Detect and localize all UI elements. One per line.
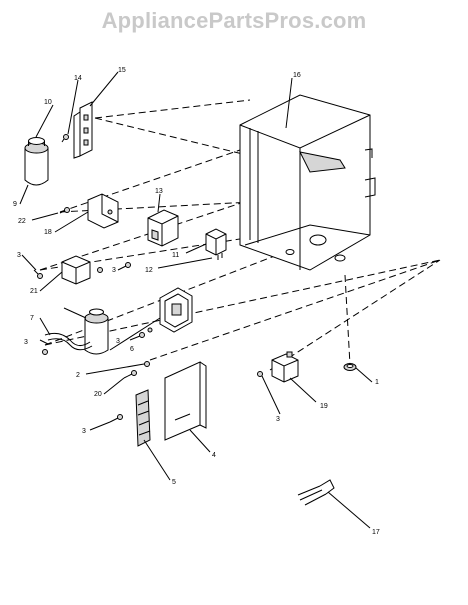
component-part-11 [205, 228, 227, 260]
bracket-part-15 [73, 101, 93, 159]
callout-5: 5 [172, 479, 176, 486]
bracket-part-18 [87, 193, 119, 229]
housing-box-part-16 [239, 94, 376, 271]
terminal-strip-part-5 [135, 389, 151, 447]
capacitor-part-10 [24, 137, 49, 186]
callout-9: 9 [13, 201, 17, 208]
callout-3-b: 3 [112, 267, 116, 274]
screw-part-3-left [33, 269, 43, 279]
callout-19: 19 [320, 403, 328, 410]
callout-6: 6 [130, 346, 134, 353]
screw-part-3-switch [257, 371, 263, 377]
screw-part-3-lower [109, 414, 123, 423]
screw-part-20 [123, 370, 137, 379]
screw-part-3-mid [117, 262, 131, 271]
screw-part-3-plate [129, 327, 153, 341]
grommet-part-1 [343, 363, 357, 371]
callout-3-d: 3 [116, 338, 120, 345]
block-part-21 [61, 255, 91, 285]
strap-part-7 [39, 332, 93, 351]
callout-21: 21 [30, 288, 38, 295]
callout-22: 22 [18, 218, 26, 225]
screw-part-22 [59, 207, 70, 214]
callout-12: 12 [145, 267, 153, 274]
capacitor-part-8 [84, 308, 109, 355]
plate-part-6 [159, 287, 193, 333]
callout-14: 14 [74, 75, 82, 82]
switch-part-19 [271, 351, 299, 383]
callout-4: 4 [212, 452, 216, 459]
callout-16: 16 [293, 72, 301, 79]
wire-harness-part-17 [297, 479, 335, 506]
screw-part-2 [144, 361, 150, 367]
callout-labels: 10 14 15 16 9 22 18 13 11 12 3 3 21 7 3 … [13, 67, 380, 536]
leader-lines [19, 71, 373, 529]
callout-3-e: 3 [82, 428, 86, 435]
bracket-part-4 [164, 361, 207, 441]
screw-part-3-block [97, 267, 103, 273]
callout-3-f: 3 [276, 416, 280, 423]
callout-11: 11 [172, 252, 179, 259]
callout-7: 7 [30, 315, 34, 322]
screw-part-14 [61, 134, 69, 143]
callout-10: 10 [44, 99, 52, 106]
callout-18: 18 [44, 229, 52, 236]
callout-20: 20 [94, 391, 102, 398]
callout-1: 1 [375, 379, 379, 386]
callout-2: 2 [76, 372, 80, 379]
callout-3-c: 3 [24, 339, 28, 346]
screw-part-3-strap [42, 349, 48, 355]
callout-15: 15 [118, 67, 126, 74]
relay-part-13 [147, 209, 179, 247]
watermark: AppliancePartsPros.com [101, 8, 367, 33]
callout-17: 17 [372, 529, 380, 536]
callout-3-a: 3 [17, 252, 21, 259]
callout-13: 13 [155, 188, 163, 195]
